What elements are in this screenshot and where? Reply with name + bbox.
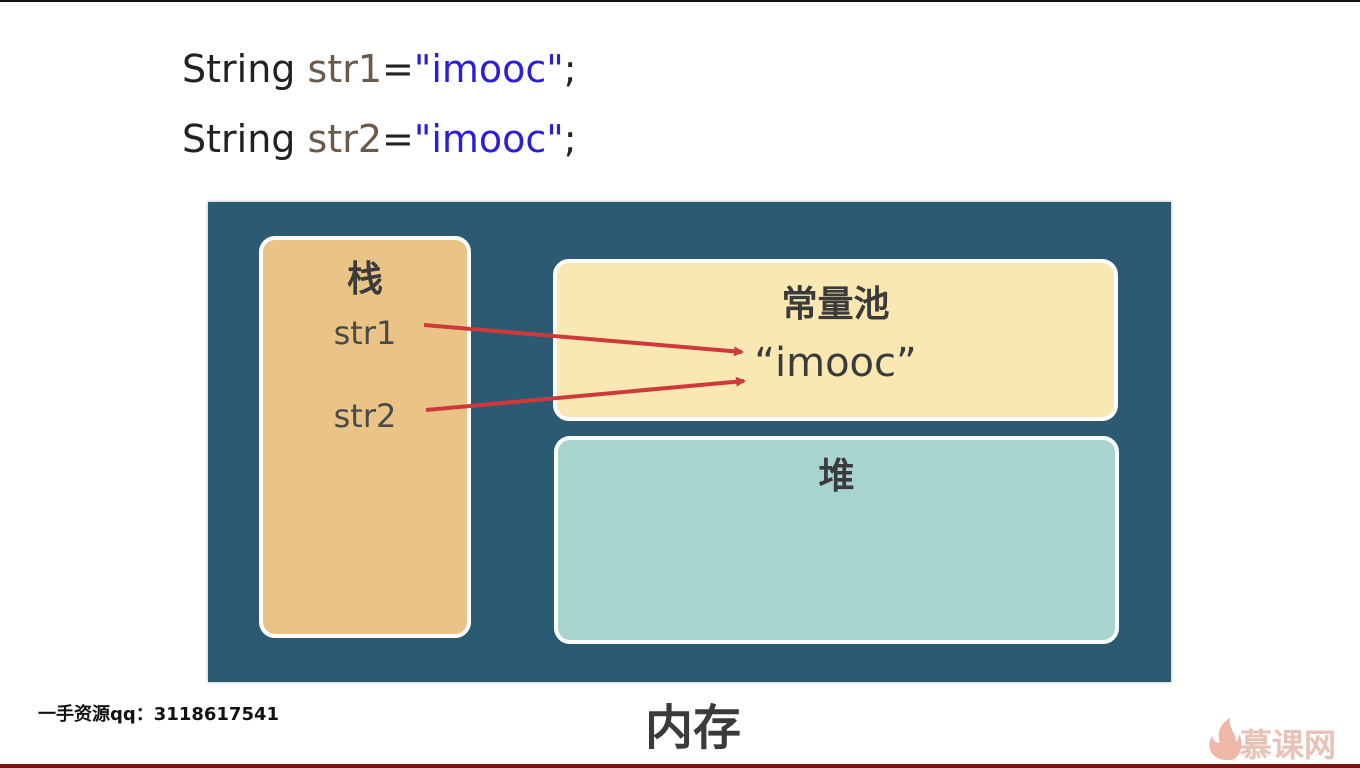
constant-pool-title: 常量池 [781, 284, 890, 325]
bottom-border [0, 764, 1360, 768]
code-line-str2: String str2="imooc"; [182, 120, 577, 158]
stack-title: 栈 [346, 259, 383, 300]
code-line-str1: String str1="imooc"; [182, 50, 577, 88]
stack-box [259, 236, 471, 638]
memory-caption: 内存 [644, 700, 741, 756]
semicolon: ; [563, 117, 577, 161]
assign-operator: = [382, 117, 414, 161]
watermark-text: 一手资源qq：3118617541 [38, 704, 280, 725]
type-keyword: String [182, 47, 296, 91]
heap-box [554, 436, 1119, 644]
pool-string-literal: “imooc” [754, 340, 917, 386]
stack-ref-str2: str2 [333, 397, 397, 435]
constant-pool-box [553, 259, 1118, 421]
heap-title: 堆 [818, 456, 855, 497]
assign-operator: = [382, 47, 414, 91]
semicolon: ; [563, 47, 577, 91]
top-border [0, 0, 1360, 2]
flame-icon [1209, 718, 1242, 760]
brand-logo-text: 慕课网 [1240, 726, 1337, 764]
stack-ref-str1: str1 [333, 314, 397, 352]
arrow-str2-to-imooc [425, 376, 746, 412]
string-literal: "imooc" [413, 117, 564, 161]
string-literal: "imooc" [413, 47, 564, 91]
type-keyword: String [182, 117, 296, 161]
arrow-str1-to-imooc [423, 323, 744, 357]
variable-name: str1 [307, 47, 383, 91]
variable-name: str2 [307, 117, 383, 161]
